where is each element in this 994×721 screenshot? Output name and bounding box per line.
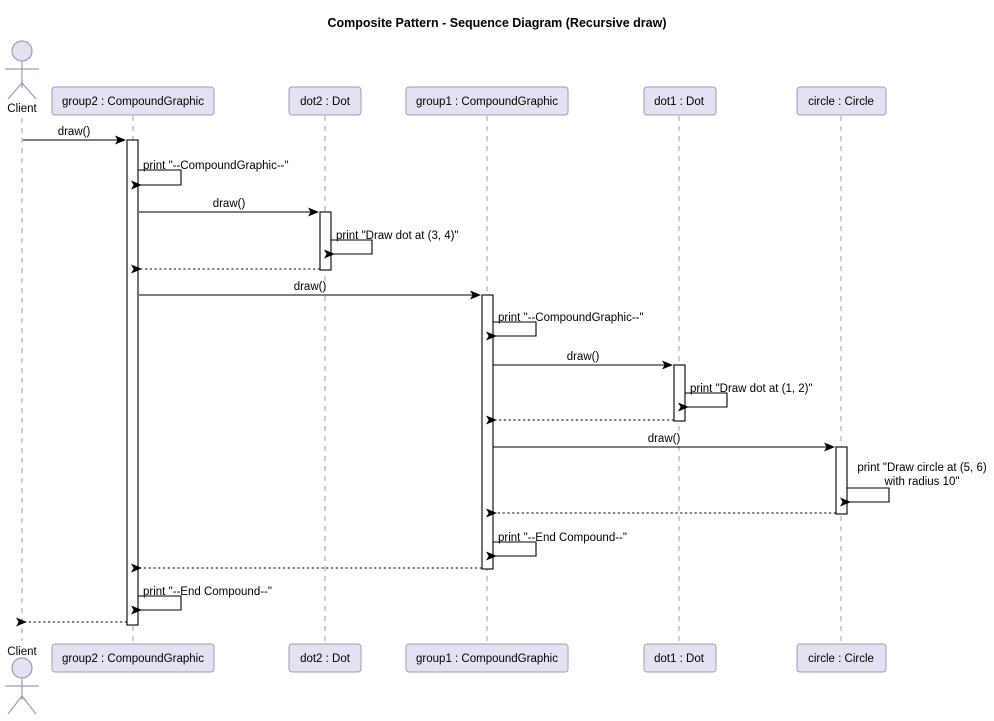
message-label-m14: print "--End Compound--" bbox=[498, 532, 627, 544]
participant-box-group1[interactable] bbox=[405, 86, 569, 116]
activation-bar-group1 bbox=[481, 294, 494, 570]
actor-client-bottom[interactable]: Client bbox=[5, 646, 39, 715]
participant-box-circle-bottom[interactable] bbox=[796, 643, 887, 673]
participant-label-dot1-bottom: dot1 : Dot bbox=[654, 653, 705, 665]
participant-footer-group2[interactable]: group2 : CompoundGraphic bbox=[51, 643, 215, 673]
message-m14-self-print[interactable]: print "--End Compound--" bbox=[486, 532, 627, 561]
participant-footer-dot2[interactable]: dot2 : Dot bbox=[288, 643, 362, 673]
actor-right-leg-line-bottom bbox=[21, 695, 37, 715]
activation-bar-dot2 bbox=[319, 211, 332, 271]
message-label-m12-line2: with radius 10" bbox=[883, 476, 959, 488]
participant-label-circle: circle : Circle bbox=[808, 96, 874, 108]
participant-label-group1: group1 : CompoundGraphic bbox=[416, 96, 558, 108]
actor-label-bottom: Client bbox=[7, 646, 37, 658]
participant-box-circle[interactable] bbox=[796, 86, 887, 116]
page-title: Composite Pattern - Sequence Diagram (Re… bbox=[328, 16, 667, 30]
participant-label-group1-bottom: group1 : CompoundGraphic bbox=[416, 653, 558, 665]
message-label-m2: print "--CompoundGraphic--" bbox=[143, 160, 289, 172]
actor-left-leg-line bbox=[7, 82, 23, 100]
participant-label-group2-bottom: group2 : CompoundGraphic bbox=[62, 653, 204, 665]
participant-box-dot2-bottom[interactable] bbox=[288, 643, 362, 673]
message-selfloop-m7 bbox=[486, 321, 537, 341]
participant-box-group2-bottom[interactable] bbox=[51, 643, 215, 673]
actor-left-leg-line-bottom bbox=[7, 695, 23, 715]
message-m3-draw[interactable]: draw() bbox=[139, 198, 319, 217]
participant-box-dot1-bottom[interactable] bbox=[643, 643, 717, 673]
message-selfloop-m9 bbox=[678, 392, 728, 412]
message-label-m8: draw() bbox=[567, 351, 600, 363]
participant-label-dot2: dot2 : Dot bbox=[300, 96, 351, 108]
message-label-m4: print "Draw dot at (3, 4)" bbox=[336, 230, 459, 242]
message-m6-draw[interactable]: draw() bbox=[139, 281, 481, 300]
participant-box-group1-bottom[interactable] bbox=[405, 643, 569, 673]
message-m1-draw[interactable]: draw() bbox=[23, 126, 126, 145]
participant-footer-dot1[interactable]: dot1 : Dot bbox=[643, 643, 717, 673]
participant-header-dot1[interactable]: dot1 : Dot bbox=[643, 86, 717, 116]
actor-head-icon-bottom bbox=[11, 657, 33, 679]
activation-bar-group2 bbox=[126, 139, 139, 626]
message-label-m11: draw() bbox=[648, 433, 681, 445]
message-label-m3: draw() bbox=[213, 198, 246, 210]
activation-bar-circle bbox=[835, 446, 848, 515]
participant-header-circle[interactable]: circle : Circle bbox=[796, 86, 887, 116]
participant-footer-group1[interactable]: group1 : CompoundGraphic bbox=[405, 643, 569, 673]
activation-bar-dot1 bbox=[673, 364, 686, 422]
message-selfloop-m2 bbox=[131, 169, 182, 190]
actor-head-icon bbox=[11, 40, 33, 62]
message-label-m9: print "Draw dot at (1, 2)" bbox=[690, 383, 813, 395]
participant-header-group1[interactable]: group1 : CompoundGraphic bbox=[405, 86, 569, 116]
participant-box-dot1[interactable] bbox=[643, 86, 717, 116]
message-m7-self-print[interactable]: print "--CompoundGraphic--" bbox=[486, 312, 644, 341]
participant-label-dot1: dot1 : Dot bbox=[654, 96, 705, 108]
participant-box-group2[interactable] bbox=[51, 86, 215, 116]
message-label-m1: draw() bbox=[58, 126, 91, 138]
participant-header-dot2[interactable]: dot2 : Dot bbox=[288, 86, 362, 116]
message-m9-self-print[interactable]: print "Draw dot at (1, 2)" bbox=[678, 383, 813, 412]
message-m4-self-print[interactable]: print "Draw dot at (3, 4)" bbox=[324, 230, 459, 259]
participant-label-circle-bottom: circle : Circle bbox=[808, 653, 874, 665]
participant-box-dot2[interactable] bbox=[288, 86, 362, 116]
message-m2-self-print[interactable]: print "--CompoundGraphic--" bbox=[131, 160, 289, 190]
message-selfloop-m14 bbox=[486, 541, 537, 561]
participant-footer-circle[interactable]: circle : Circle bbox=[796, 643, 887, 673]
participant-header-group2[interactable]: group2 : CompoundGraphic bbox=[51, 86, 215, 116]
message-selfloop-m4 bbox=[324, 239, 373, 259]
message-m11-draw[interactable]: draw() bbox=[493, 433, 835, 452]
message-selfloop-m12 bbox=[840, 487, 890, 507]
actor-right-leg-line bbox=[21, 82, 37, 100]
participant-label-dot2-bottom: dot2 : Dot bbox=[300, 653, 351, 665]
message-m16-self-print[interactable]: print "--End Compound--" bbox=[131, 586, 272, 615]
actor-label-top: Client bbox=[7, 103, 37, 115]
message-m12-self-print[interactable]: print "Draw circle at (5, 6) with radius… bbox=[840, 462, 987, 507]
actor-client-top[interactable]: Client bbox=[5, 40, 39, 115]
message-label-m16: print "--End Compound--" bbox=[143, 586, 272, 598]
message-m8-draw[interactable]: draw() bbox=[493, 351, 673, 370]
message-label-m6: draw() bbox=[294, 281, 327, 293]
participant-label-group2: group2 : CompoundGraphic bbox=[62, 96, 204, 108]
message-label-m7: print "--CompoundGraphic--" bbox=[498, 312, 644, 324]
message-selfloop-m16 bbox=[131, 595, 182, 615]
message-label-m12-line1: print "Draw circle at (5, 6) bbox=[857, 462, 987, 474]
